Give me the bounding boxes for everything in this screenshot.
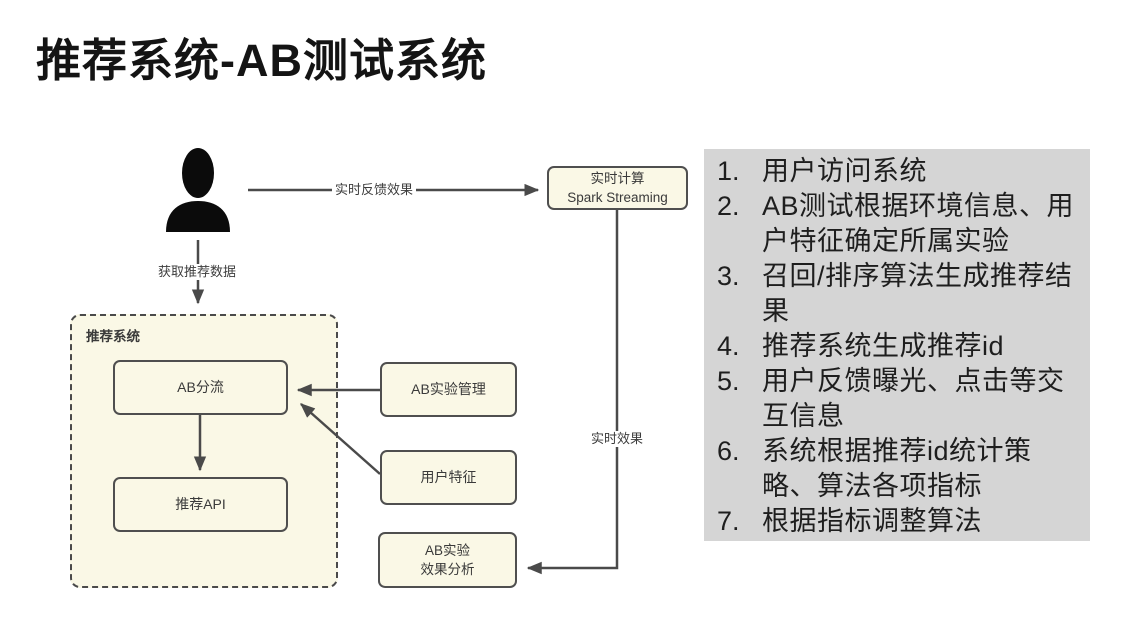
- step-item: 3. 召回/排序算法生成推荐结 果: [710, 259, 1084, 329]
- node-realtime-compute-line1: 实时计算: [590, 171, 645, 186]
- edge-label-fetch-rec-data: 获取推荐数据: [154, 264, 240, 280]
- step-number: 6.: [717, 436, 740, 466]
- node-ab-split: AB分流: [113, 360, 288, 415]
- node-ab-effect-analysis: AB实验 效果分析: [378, 532, 517, 588]
- node-ab-effect-analysis-line1: AB实验: [424, 543, 470, 558]
- arrow-spark-to-analysis: [526, 210, 619, 575]
- step-text: 推荐系统生成推荐id: [762, 331, 1005, 361]
- node-ab-experiment-mgmt-label: AB实验管理: [411, 381, 486, 397]
- step-text: 用户访问系统: [762, 156, 927, 186]
- step-item: 5. 用户反馈曝光、点击等交 互信息: [710, 364, 1084, 434]
- step-number: 1.: [717, 156, 740, 186]
- node-user-features: 用户特征: [380, 450, 517, 505]
- step-text: 用户反馈曝光、点击等交 互信息: [762, 366, 1065, 431]
- page-title: 推荐系统-AB测试系统: [36, 35, 487, 86]
- edge-label-realtime-effect: 实时效果: [587, 431, 647, 447]
- step-number: 5.: [717, 366, 740, 396]
- node-rec-api-label: 推荐API: [175, 496, 226, 512]
- recommendation-system-group: 推荐系统: [70, 314, 338, 588]
- step-text: 根据指标调整算法: [762, 506, 982, 536]
- node-realtime-compute: 实时计算 Spark Streaming: [547, 166, 688, 210]
- step-item: 6. 系统根据推荐id统计策 略、算法各项指标: [710, 434, 1084, 504]
- node-realtime-compute-line2: Spark Streaming: [567, 190, 668, 205]
- node-rec-api: 推荐API: [113, 477, 288, 532]
- step-text: 召回/排序算法生成推荐结 果: [762, 261, 1073, 326]
- node-ab-effect-analysis-line2: 效果分析: [420, 562, 475, 577]
- node-ab-experiment-mgmt: AB实验管理: [380, 362, 517, 417]
- step-number: 7.: [717, 506, 740, 536]
- edge-label-realtime-feedback: 实时反馈效果: [331, 182, 417, 198]
- steps-list: 1. 用户访问系统 2. AB测试根据环境信息、用 户特征确定所属实验 3. 召…: [710, 154, 1084, 539]
- node-user-features-label: 用户特征: [420, 469, 477, 485]
- step-number: 3.: [717, 261, 740, 291]
- step-item: 7. 根据指标调整算法: [710, 504, 1084, 539]
- steps-panel: 1. 用户访问系统 2. AB测试根据环境信息、用 户特征确定所属实验 3. 召…: [704, 149, 1090, 541]
- step-number: 2.: [717, 191, 740, 221]
- step-item: 1. 用户访问系统: [710, 154, 1084, 189]
- group-label: 推荐系统: [86, 329, 140, 344]
- user-silhouette-icon: [166, 148, 230, 232]
- step-text: AB测试根据环境信息、用 户特征确定所属实验: [762, 191, 1075, 256]
- step-number: 4.: [717, 331, 740, 361]
- arrow-features-to-split: [300, 403, 381, 475]
- node-ab-split-label: AB分流: [177, 379, 224, 395]
- step-item: 4. 推荐系统生成推荐id: [710, 329, 1084, 364]
- step-text: 系统根据推荐id统计策 略、算法各项指标: [762, 436, 1032, 501]
- step-item: 2. AB测试根据环境信息、用 户特征确定所属实验: [710, 189, 1084, 259]
